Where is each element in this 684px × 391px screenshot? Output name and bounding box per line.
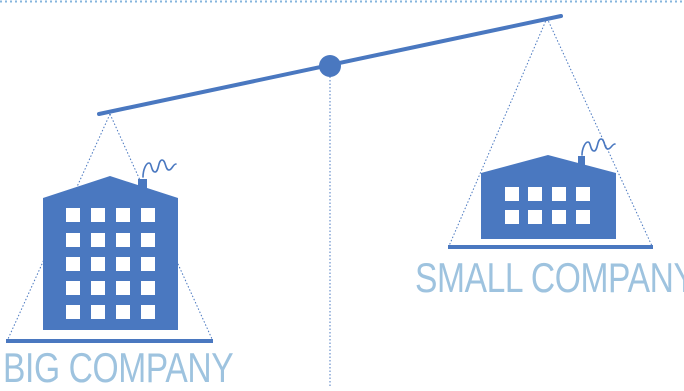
- scale-pivot: [319, 55, 341, 77]
- smoke-wave-icon: [142, 159, 177, 178]
- small-company-label: SMALL COMPANY: [415, 254, 684, 301]
- right-pan-strings: [448, 17, 653, 247]
- factory-icon: [481, 155, 616, 239]
- office-building-icon: [43, 176, 178, 330]
- big-company-label: BIG COMPANY: [3, 344, 234, 391]
- smoke-wave-icon: [581, 138, 616, 156]
